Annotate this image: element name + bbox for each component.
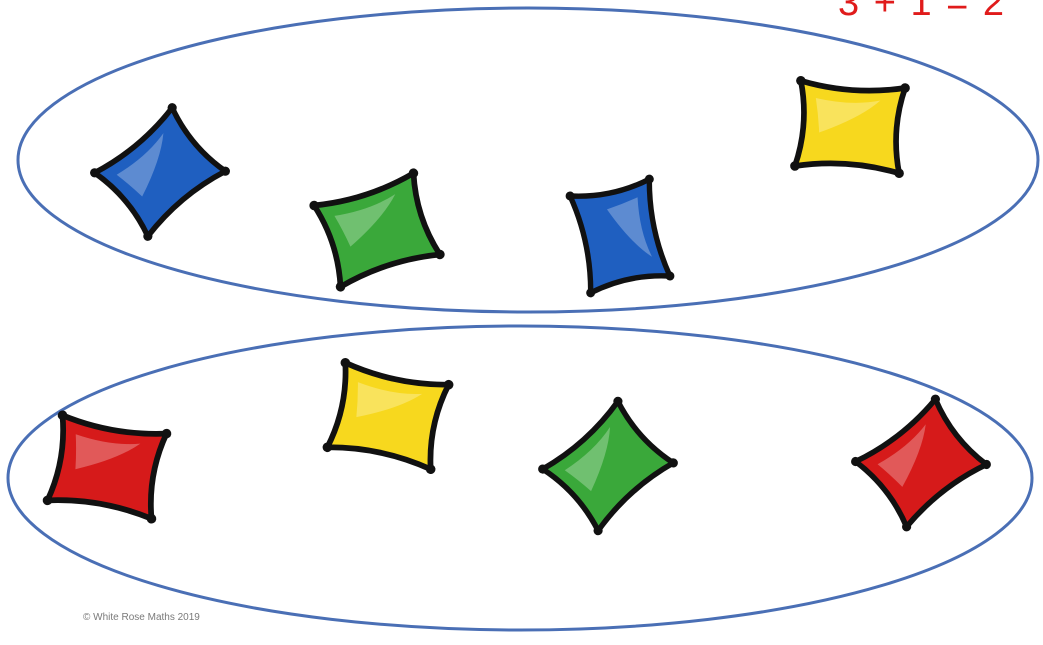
cushion-blue [565,174,675,298]
cushion-green [536,395,680,537]
cushion-red [849,393,993,533]
copyright-text: © White Rose Maths 2019 [83,612,200,623]
equation-text: 3 + 1 = 2 [838,0,1006,25]
cushion-red [42,410,172,525]
cushion-blue [88,101,232,242]
cushion-yellow [322,357,455,475]
cushion-yellow [790,76,910,179]
cushion-green [308,167,446,293]
